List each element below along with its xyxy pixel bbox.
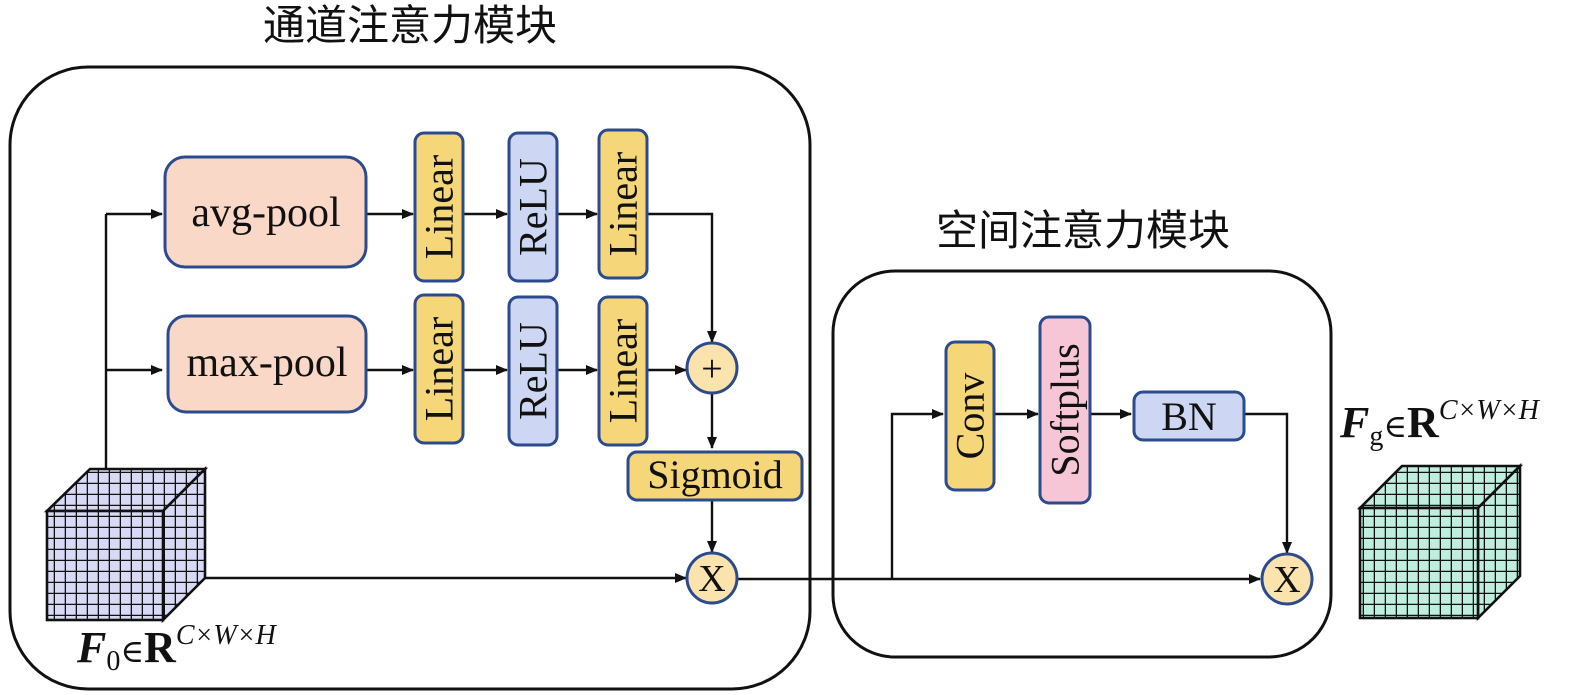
output-formula: Fg∈RC×W×H xyxy=(1339,395,1541,452)
linear-label: Linear xyxy=(601,152,646,256)
add-symbol: + xyxy=(701,348,722,390)
output-feature-cube xyxy=(1356,462,1524,622)
output-dims: C×W×H xyxy=(1439,395,1541,426)
channel-module-frame xyxy=(8,65,812,691)
add-operator: + xyxy=(685,341,739,395)
linear-block-bottom-1: Linear xyxy=(413,293,465,445)
bn-label: BN xyxy=(1161,394,1217,439)
linear-block-bottom-2: Linear xyxy=(597,295,649,447)
input-feature-cube xyxy=(43,465,209,624)
relu-label: ReLU xyxy=(511,158,556,256)
conv-label: Conv xyxy=(948,373,993,460)
sigmoid-block: Sigmoid xyxy=(626,450,804,502)
relu-label: ReLU xyxy=(511,322,556,420)
sigmoid-label: Sigmoid xyxy=(647,452,783,497)
input-subscript: 0 xyxy=(106,646,120,677)
relu-block-bottom: ReLU xyxy=(507,295,559,447)
conv-block: Conv xyxy=(944,340,996,492)
spatial-module-frame xyxy=(831,269,1333,659)
element-of-symbol: ∈ xyxy=(1383,407,1407,445)
max-pool-block: max-pool xyxy=(166,314,368,414)
output-subscript: g xyxy=(1369,421,1383,452)
real-set-symbol: R xyxy=(1407,398,1440,447)
linear-label: Linear xyxy=(417,155,462,259)
linear-label: Linear xyxy=(417,317,462,421)
input-formula: F0∈RC×W×H xyxy=(76,620,278,677)
input-dims: C×W×H xyxy=(176,620,278,651)
element-of-symbol: ∈ xyxy=(120,632,144,670)
softplus-label: Softplus xyxy=(1043,343,1088,476)
linear-block-top-1: Linear xyxy=(413,131,465,283)
channel-module-title: 通道注意力模块 xyxy=(263,3,557,50)
relu-block-top: ReLU xyxy=(507,131,559,283)
multiply-symbol: X xyxy=(698,558,725,600)
avg-pool-block: avg-pool xyxy=(163,155,368,269)
channel-multiply-operator: X xyxy=(685,551,739,605)
connections xyxy=(104,209,1292,584)
spatial-multiply-operator: X xyxy=(1260,552,1314,606)
bn-block: BN xyxy=(1132,390,1246,442)
output-symbol: F xyxy=(1339,398,1369,447)
spatial-module-title: 空间注意力模块 xyxy=(936,208,1230,255)
max-pool-label: max-pool xyxy=(187,340,348,386)
real-set-symbol: R xyxy=(144,623,177,672)
linear-label: Linear xyxy=(601,319,646,423)
softplus-block: Softplus xyxy=(1038,315,1092,505)
input-symbol: F xyxy=(76,623,106,672)
multiply-symbol: X xyxy=(1273,559,1300,601)
linear-block-top-2: Linear xyxy=(597,128,649,280)
avg-pool-label: avg-pool xyxy=(191,190,340,236)
